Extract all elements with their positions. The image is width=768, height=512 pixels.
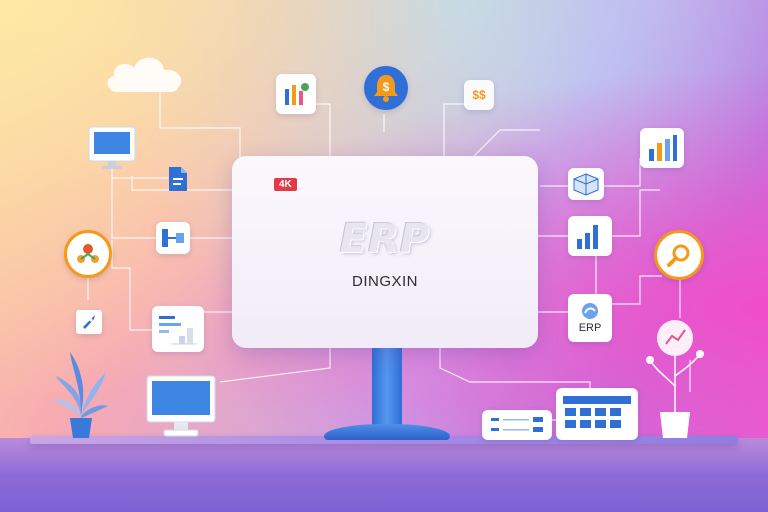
erp-card-icon: ERP	[568, 294, 612, 342]
growth-chart-icon	[640, 128, 684, 168]
erp-title: ERP	[339, 216, 431, 262]
org-chart-icon	[156, 222, 190, 254]
company-name: DINGXIN	[351, 273, 418, 290]
magnifier-icon	[654, 230, 704, 280]
laptop-icon	[146, 374, 216, 440]
dollar-tag-icon: $$	[464, 80, 494, 110]
monitor-icon	[88, 126, 136, 170]
tools-chart-icon	[276, 74, 316, 114]
dollar-tile-label: $$	[472, 88, 486, 102]
dollar-bell-icon: $	[364, 66, 408, 110]
bar-chart-icon	[568, 216, 612, 256]
calendar-icon	[556, 388, 638, 440]
main-screen: 4K ERP DINGXIN	[232, 156, 538, 348]
document-icon	[166, 166, 190, 192]
report-icon	[152, 306, 204, 352]
cube-icon	[568, 168, 604, 200]
monitor-stand-base	[324, 424, 450, 440]
floor	[0, 438, 768, 512]
erp-card-label: ERP	[578, 322, 602, 334]
org-circle-icon	[64, 230, 112, 278]
rocket-icon	[76, 310, 102, 334]
svg-text:$: $	[383, 80, 390, 94]
shelf	[30, 436, 738, 444]
monitor-stand-neck	[372, 348, 402, 428]
plant-icon	[52, 346, 110, 440]
sliders-icon	[482, 410, 552, 440]
4k-badge: 4K	[274, 178, 297, 191]
cloud-icon	[100, 48, 190, 96]
chart-plant-icon	[640, 316, 710, 442]
